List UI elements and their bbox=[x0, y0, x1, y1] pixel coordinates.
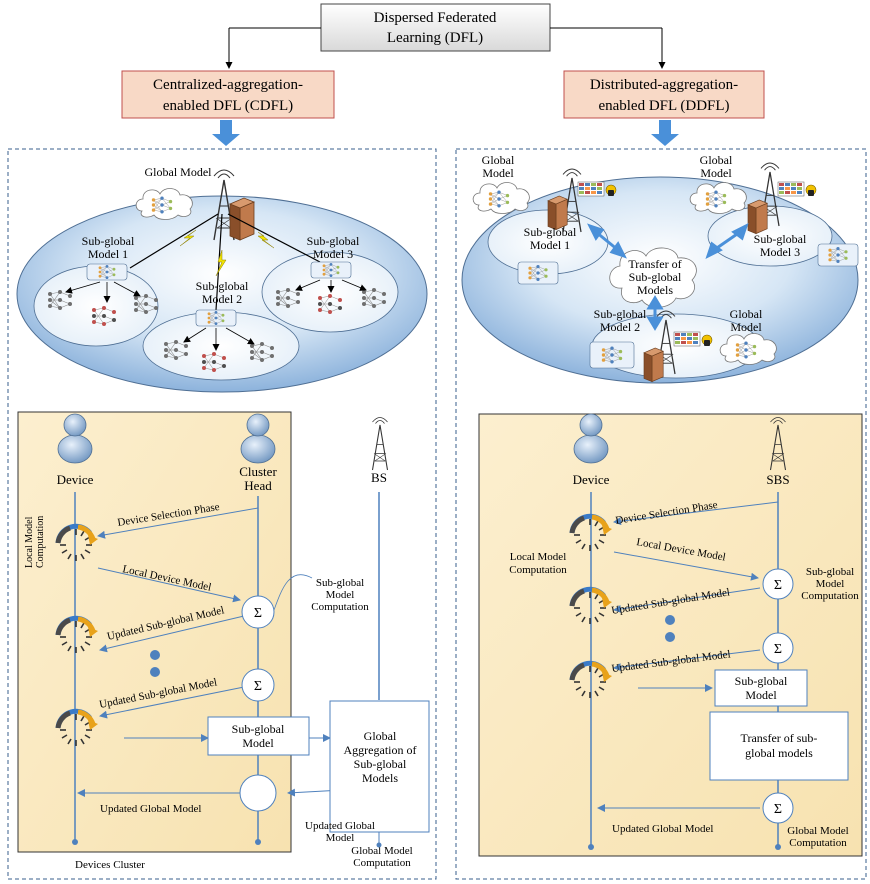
cdfl-global-agg-line2: Aggregation of bbox=[344, 743, 417, 757]
cdfl-local-comp-line1: Local Model bbox=[24, 516, 35, 568]
cdfl-sub1-line1: Sub-global bbox=[82, 234, 135, 248]
cdfl-global-cloud-icon bbox=[136, 188, 192, 219]
cdfl-cluster-head-line2: Head bbox=[244, 478, 272, 493]
cdfl-subglobal-box-line1: Sub-global bbox=[232, 722, 285, 736]
cdfl-server-icon bbox=[229, 197, 255, 241]
ddfl-sigma-2: Σ bbox=[774, 642, 782, 657]
ddfl-sigma-1: Σ bbox=[774, 578, 782, 593]
ddfl-transfer-line2: Sub-global bbox=[629, 270, 682, 284]
bs-tower-icon bbox=[371, 416, 389, 471]
ddfl-device-label: Device bbox=[573, 472, 610, 487]
grid-icon bbox=[577, 181, 605, 197]
cdfl-subglobal-comp-line1: Sub-global bbox=[316, 577, 364, 589]
cdfl-subglobal-comp-line3: Computation bbox=[311, 601, 369, 613]
cdfl-global-comp-line2: Computation bbox=[353, 857, 411, 869]
lock-icon bbox=[805, 184, 817, 197]
ddfl-global-comp-line1: Global Model bbox=[787, 825, 848, 837]
ddfl-gm3-line2: Model bbox=[730, 320, 762, 334]
ddfl-subglobal-comp-line2: Model bbox=[816, 578, 845, 590]
ddfl-transfer-box bbox=[709, 711, 849, 781]
top-title-box: Dispersed Federated Learning (DFL) bbox=[320, 3, 551, 52]
cdfl-flow-panel: Device Cluster Head BS Local Model Compu… bbox=[17, 411, 430, 871]
ddfl-local-comp-line2: Computation bbox=[509, 564, 567, 576]
cdfl-merge-circle bbox=[239, 774, 277, 812]
cdfl-bs-label: BS bbox=[371, 470, 387, 485]
ddfl-local-comp-line1: Local Model bbox=[510, 551, 567, 563]
cdfl-devices-cluster: Devices Cluster bbox=[75, 859, 145, 871]
ddfl-transfer-box-line2: global models bbox=[745, 746, 813, 760]
ddfl-sub2-line1: Sub-global bbox=[594, 307, 647, 321]
cdfl-cluster-head-line1: Cluster bbox=[239, 464, 277, 479]
ddfl-transfer-box-line1: Transfer of sub- bbox=[741, 731, 818, 745]
ddfl-dashed-container bbox=[455, 148, 867, 880]
cdfl-down-arrow bbox=[212, 120, 240, 146]
cdfl-subglobal-box-line2: Model bbox=[242, 736, 274, 750]
cdfl-sigma-1: Σ bbox=[254, 606, 262, 621]
cdfl-subglobal-comp-line2: Model bbox=[326, 589, 355, 601]
cdfl-subglobal-box bbox=[207, 716, 310, 756]
ddfl-transfer-line3: Models bbox=[637, 283, 673, 297]
ddfl-header-line1: Distributed-aggregation- bbox=[590, 77, 738, 93]
cdfl-global-comp-line1: Global Model bbox=[351, 845, 412, 857]
ddfl-gm1-line2: Model bbox=[482, 166, 514, 180]
ddfl-gm2-line1: Global bbox=[700, 153, 733, 167]
top-title-line2: Learning (DFL) bbox=[387, 30, 483, 46]
ddfl-updated-global: Updated Global Model bbox=[612, 823, 713, 835]
cdfl-sub3-line1: Sub-global bbox=[307, 234, 360, 248]
cdfl-global-agg-line3: Sub-global bbox=[354, 757, 407, 771]
cdfl-overview: Global Model Sub-global Model 1 Sub-glob… bbox=[16, 165, 428, 393]
cdfl-header: Centralized-aggregation- enabled DFL (CD… bbox=[121, 70, 335, 119]
ddfl-gm1-cloud-icon bbox=[473, 182, 529, 213]
ddfl-subglobal-box-line1: Sub-global bbox=[735, 674, 788, 688]
server-icon bbox=[643, 347, 664, 382]
ddfl-gm2-line2: Model bbox=[700, 166, 732, 180]
ddfl-sigma-3: Σ bbox=[774, 802, 782, 817]
top-title-line1: Dispersed Federated bbox=[374, 10, 497, 26]
ddfl-subglobal-comp-line3: Computation bbox=[801, 590, 859, 602]
ddfl-sub1-line1: Sub-global bbox=[524, 225, 577, 239]
ddfl-transfer-line1: Transfer of bbox=[628, 257, 681, 271]
ddfl-subglobal-comp-line1: Sub-global bbox=[806, 566, 854, 578]
cdfl-sub1-line2: Model 1 bbox=[88, 247, 128, 261]
transfer-cloud-icon bbox=[609, 247, 697, 308]
cdfl-device-label: Device bbox=[57, 472, 94, 487]
cdfl-updated-global: Updated Global Model bbox=[100, 803, 201, 815]
cdfl-global-agg-line4: Models bbox=[362, 771, 398, 785]
cdfl-header-line1: Centralized-aggregation- bbox=[153, 77, 303, 93]
grid-icon bbox=[777, 181, 805, 197]
server-icon bbox=[747, 199, 768, 234]
cdfl-global-agg-box bbox=[329, 700, 430, 833]
cdfl-updated-global2-line1: Updated Global bbox=[305, 820, 375, 832]
cdfl-dashed-container bbox=[7, 148, 437, 880]
cdfl-local-comp-line2: Computation bbox=[35, 516, 46, 568]
ddfl-sub2-line2: Model 2 bbox=[600, 320, 640, 334]
top-connectors bbox=[225, 27, 666, 69]
ddfl-subglobal-box-line2: Model bbox=[745, 688, 777, 702]
ddfl-header: Distributed-aggregation- enabled DFL (DD… bbox=[563, 70, 765, 119]
cdfl-updated-global2-line2: Model bbox=[326, 832, 355, 844]
ddfl-header-line2: enabled DFL (DDFL) bbox=[598, 98, 729, 114]
ddfl-flow-panel: Device SBS Σ Σ Σ Sub-global Model bbox=[478, 413, 863, 857]
ddfl-gm3-line1: Global bbox=[730, 307, 763, 321]
cdfl-sigma-2: Σ bbox=[254, 679, 262, 694]
cdfl-sub2-line2: Model 2 bbox=[202, 292, 242, 306]
ddfl-sbs-label: SBS bbox=[766, 472, 789, 487]
cdfl-header-line2: enabled DFL (CDFL) bbox=[163, 98, 293, 114]
ddfl-down-arrow bbox=[651, 120, 679, 146]
cdfl-sub2-line1: Sub-global bbox=[196, 279, 249, 293]
lightning-icon bbox=[179, 229, 275, 277]
ddfl-sub3-line1: Sub-global bbox=[754, 232, 807, 246]
ddfl-global-comp-line2: Computation bbox=[789, 837, 847, 849]
cdfl-global-agg-line1: Global bbox=[364, 729, 397, 743]
ddfl-sub1-line2: Model 1 bbox=[530, 238, 570, 252]
ddfl-gm1-line1: Global bbox=[482, 153, 515, 167]
ddfl-subglobal-box bbox=[714, 669, 808, 707]
grid-icon bbox=[673, 331, 701, 347]
cdfl-global-model-label: Global Model bbox=[145, 165, 213, 179]
ddfl-sub3-line2: Model 3 bbox=[760, 245, 800, 259]
cdfl-sub3-line2: Model 3 bbox=[313, 247, 353, 261]
ddfl-overview: Global Model Global Model Global Model S… bbox=[461, 153, 859, 384]
